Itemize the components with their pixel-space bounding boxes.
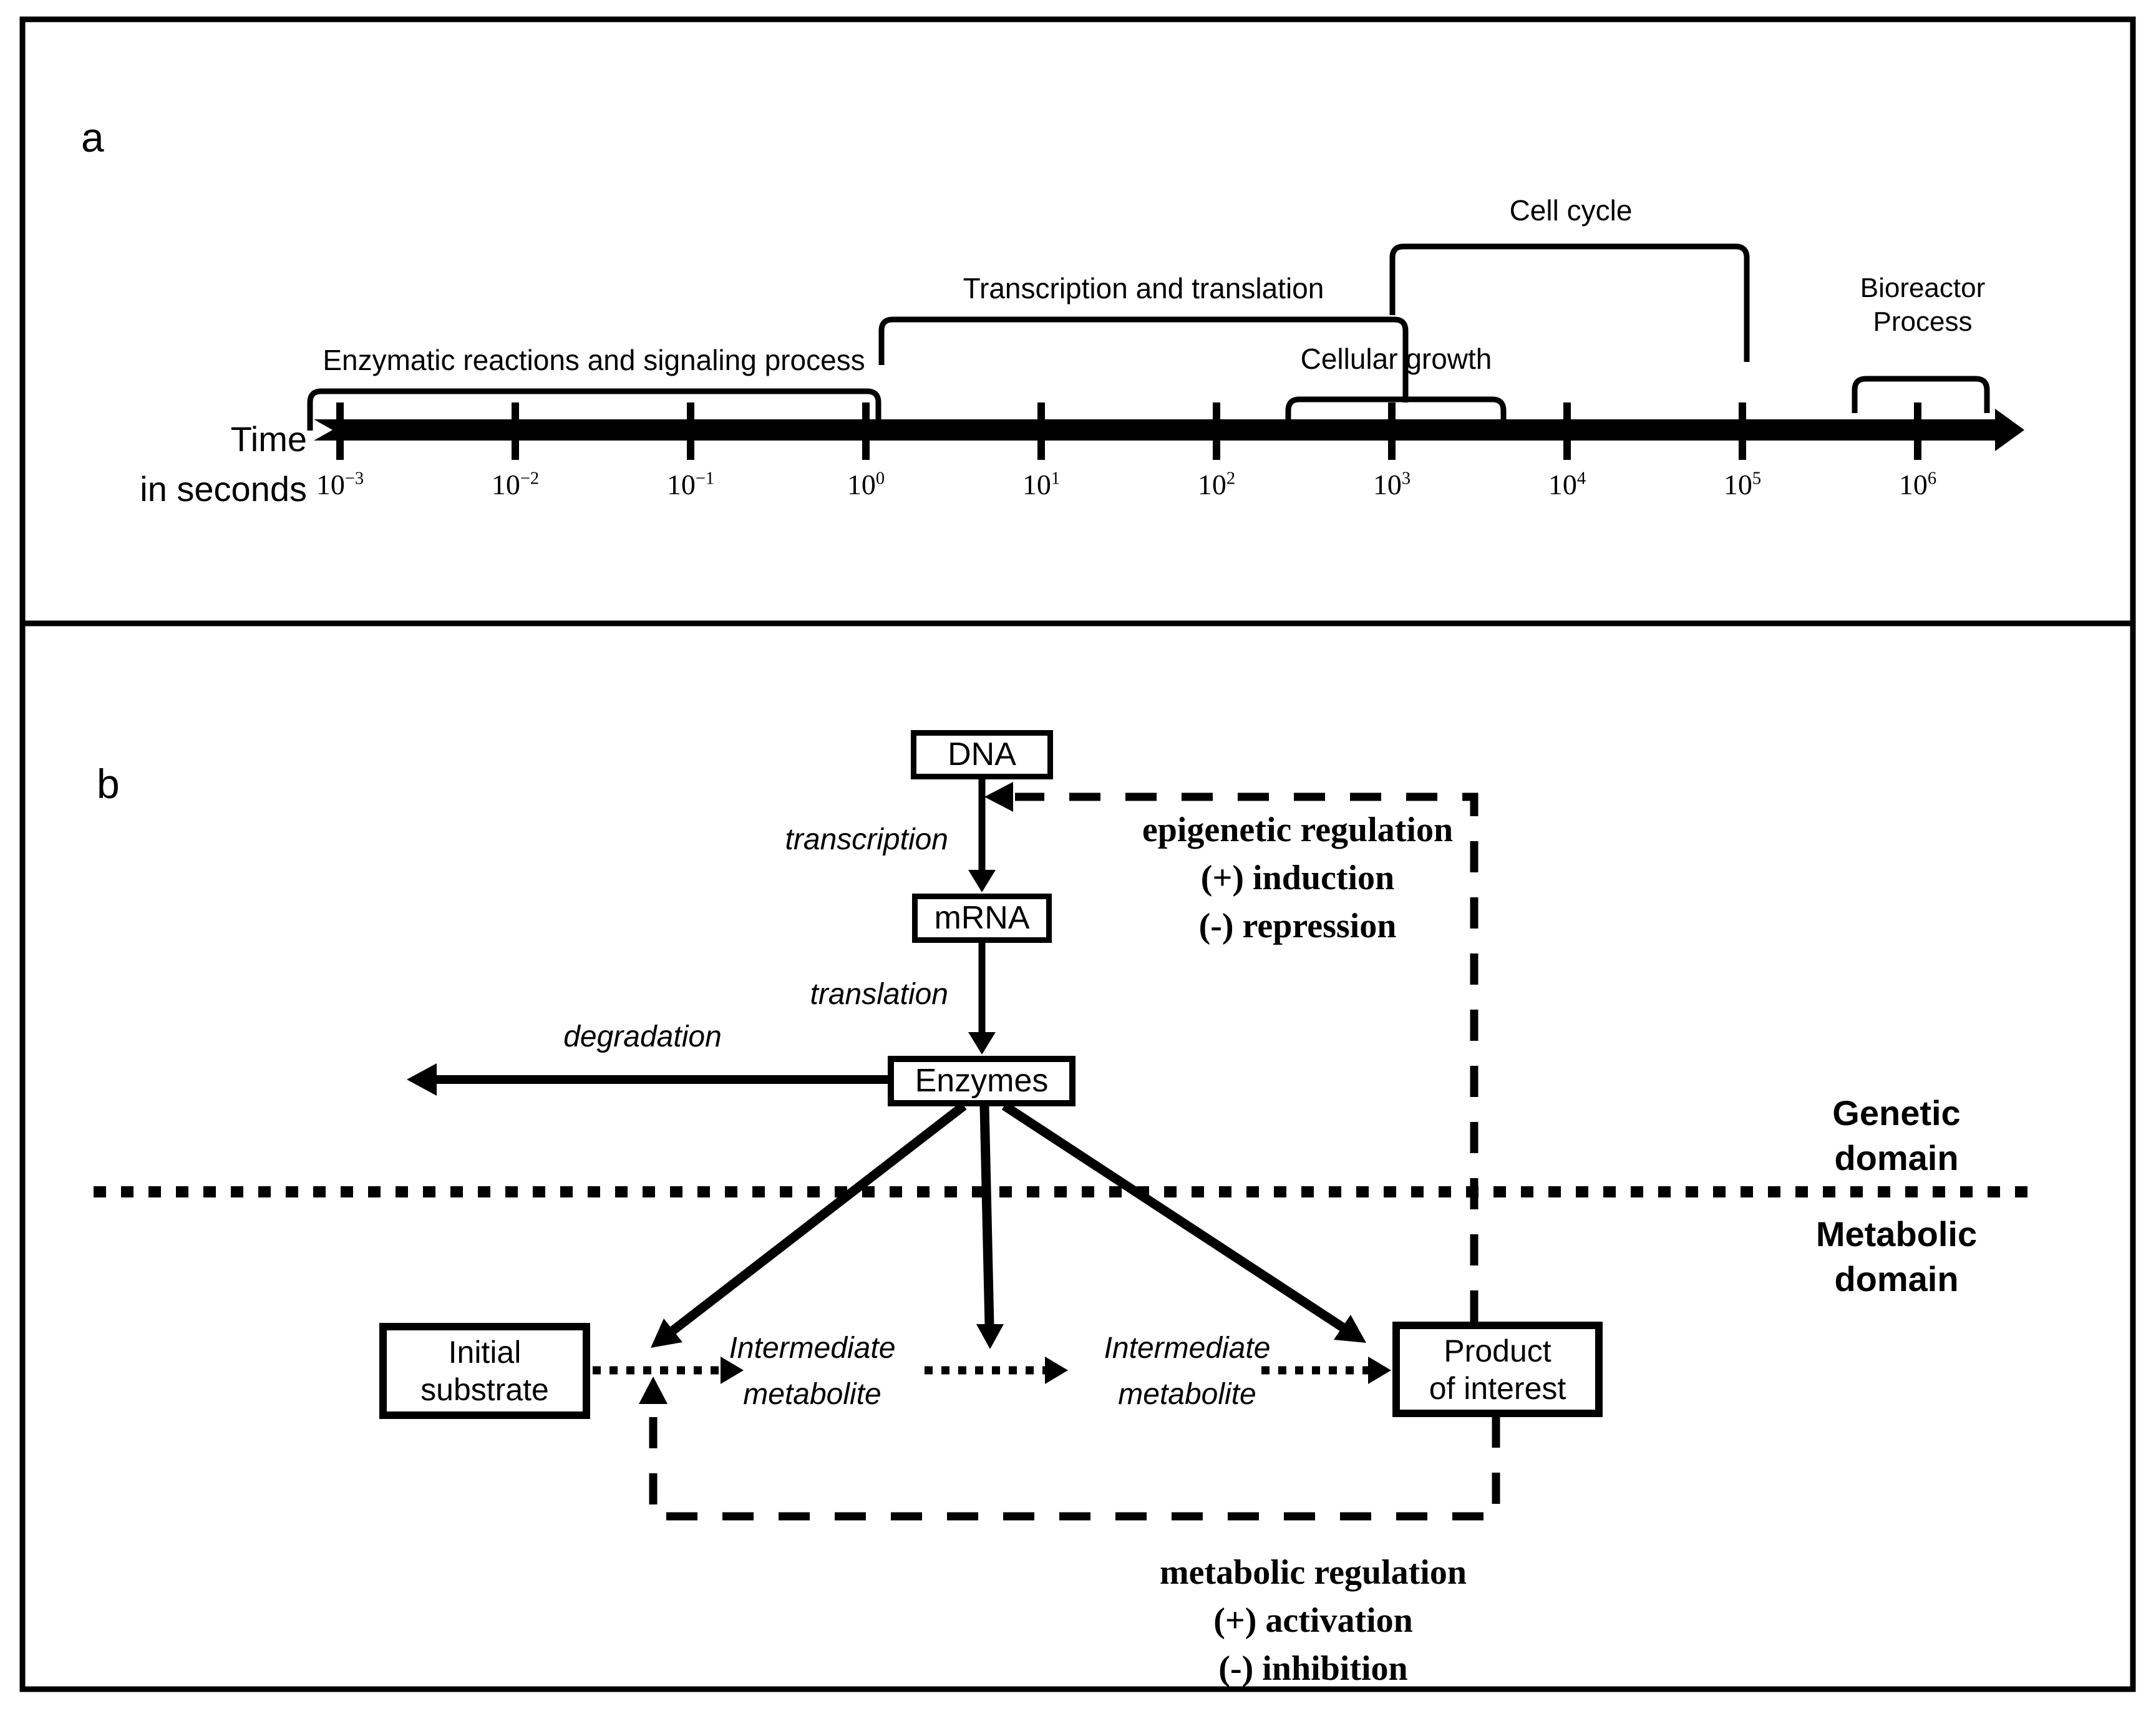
panel-b-frame [19, 620, 2136, 1692]
tick-label-1e2: 102 [1197, 469, 1236, 500]
bracket-label-bioreactor: Bioreactor Process [1860, 273, 1986, 337]
product-of-interest-node: Product of interest [1392, 1322, 1603, 1417]
intermediate-metabolite-1-label: Intermediate metabolite [729, 1332, 896, 1411]
enzyme-arrow-right-shaft [1001, 1101, 1346, 1332]
panel-a-label: a [81, 114, 104, 160]
pathway-dotted-1-head [721, 1357, 744, 1384]
pathway-dotted-2-head [1045, 1357, 1068, 1384]
pathway-dotted-3-head [1368, 1357, 1391, 1384]
metabolic-feedback-arrowhead [639, 1377, 668, 1404]
dna-node: DNA [911, 730, 1053, 779]
bracket-label-cell-cycle: Cell cycle [1509, 194, 1633, 227]
bracket-cell-cycle [1389, 243, 1750, 362]
timeline-arrow [314, 409, 2024, 451]
enzyme-arrow-right-head [1334, 1315, 1366, 1343]
tick-label-1e4: 104 [1548, 469, 1586, 500]
tick-label-1e5: 105 [1723, 469, 1762, 500]
bracket-bioreactor [1852, 376, 1990, 413]
metabolic-feedback-dashed [649, 1405, 1500, 1521]
degradation-label: degradation [563, 1020, 722, 1053]
enzyme-arrow-left-shaft [670, 1102, 967, 1334]
bracket-enzymatic [307, 388, 881, 431]
panel-b-label: b [97, 761, 120, 807]
transcription-label: transcription [785, 823, 948, 856]
epigenetic-feedback-dashed [1015, 792, 1479, 1322]
metabolic-regulation-text: metabolic regulation (+) activation (-) … [1159, 1553, 1467, 1688]
bracket-transcription-translation [878, 316, 1409, 402]
bracket-label-enzymatic: Enzymatic reactions and signaling proces… [323, 344, 865, 376]
tick-label-1e-1: 10−1 [666, 469, 715, 500]
tick-label-1e3: 103 [1372, 469, 1411, 500]
time-axis-title: Time in seconds [140, 419, 307, 509]
translation-label: translation [810, 978, 948, 1011]
genetic-domain-label: Genetic domain [1832, 1093, 1961, 1177]
tick-label-1e6: 106 [1898, 469, 1937, 500]
intermediate-metabolite-2-label: Intermediate metabolite [1104, 1332, 1271, 1411]
metabolic-domain-label: Metabolic domain [1815, 1214, 1978, 1299]
enzyme-arrow-center-shaft [979, 1105, 994, 1326]
tick-label-1e-3: 10−3 [316, 469, 364, 500]
epigenetic-feedback-arrowhead [984, 782, 1013, 812]
bracket-cellular-growth [1285, 396, 1507, 429]
epigenetic-regulation-text: epigenetic regulation (+) induction (-) … [1142, 811, 1454, 945]
bracket-label-transcription-translation: Transcription and translation [963, 272, 1324, 305]
tick-label-1e-2: 10−2 [491, 469, 540, 500]
enzyme-arrow-left-head [651, 1319, 682, 1348]
mrna-node: mRNA [912, 894, 1052, 943]
tick-label-1e0: 100 [847, 469, 885, 500]
enzyme-arrow-center-head [976, 1324, 1004, 1349]
initial-substrate-node: Initial substrate [379, 1323, 590, 1419]
bracket-label-cellular-growth: Cellular growth [1300, 343, 1492, 375]
translation-arrowhead [968, 1032, 996, 1055]
tick-label-1e1: 101 [1022, 469, 1061, 500]
degradation-arrowhead [407, 1063, 437, 1096]
transcription-arrowhead [968, 870, 996, 892]
enzymes-node: Enzymes [888, 1056, 1076, 1106]
